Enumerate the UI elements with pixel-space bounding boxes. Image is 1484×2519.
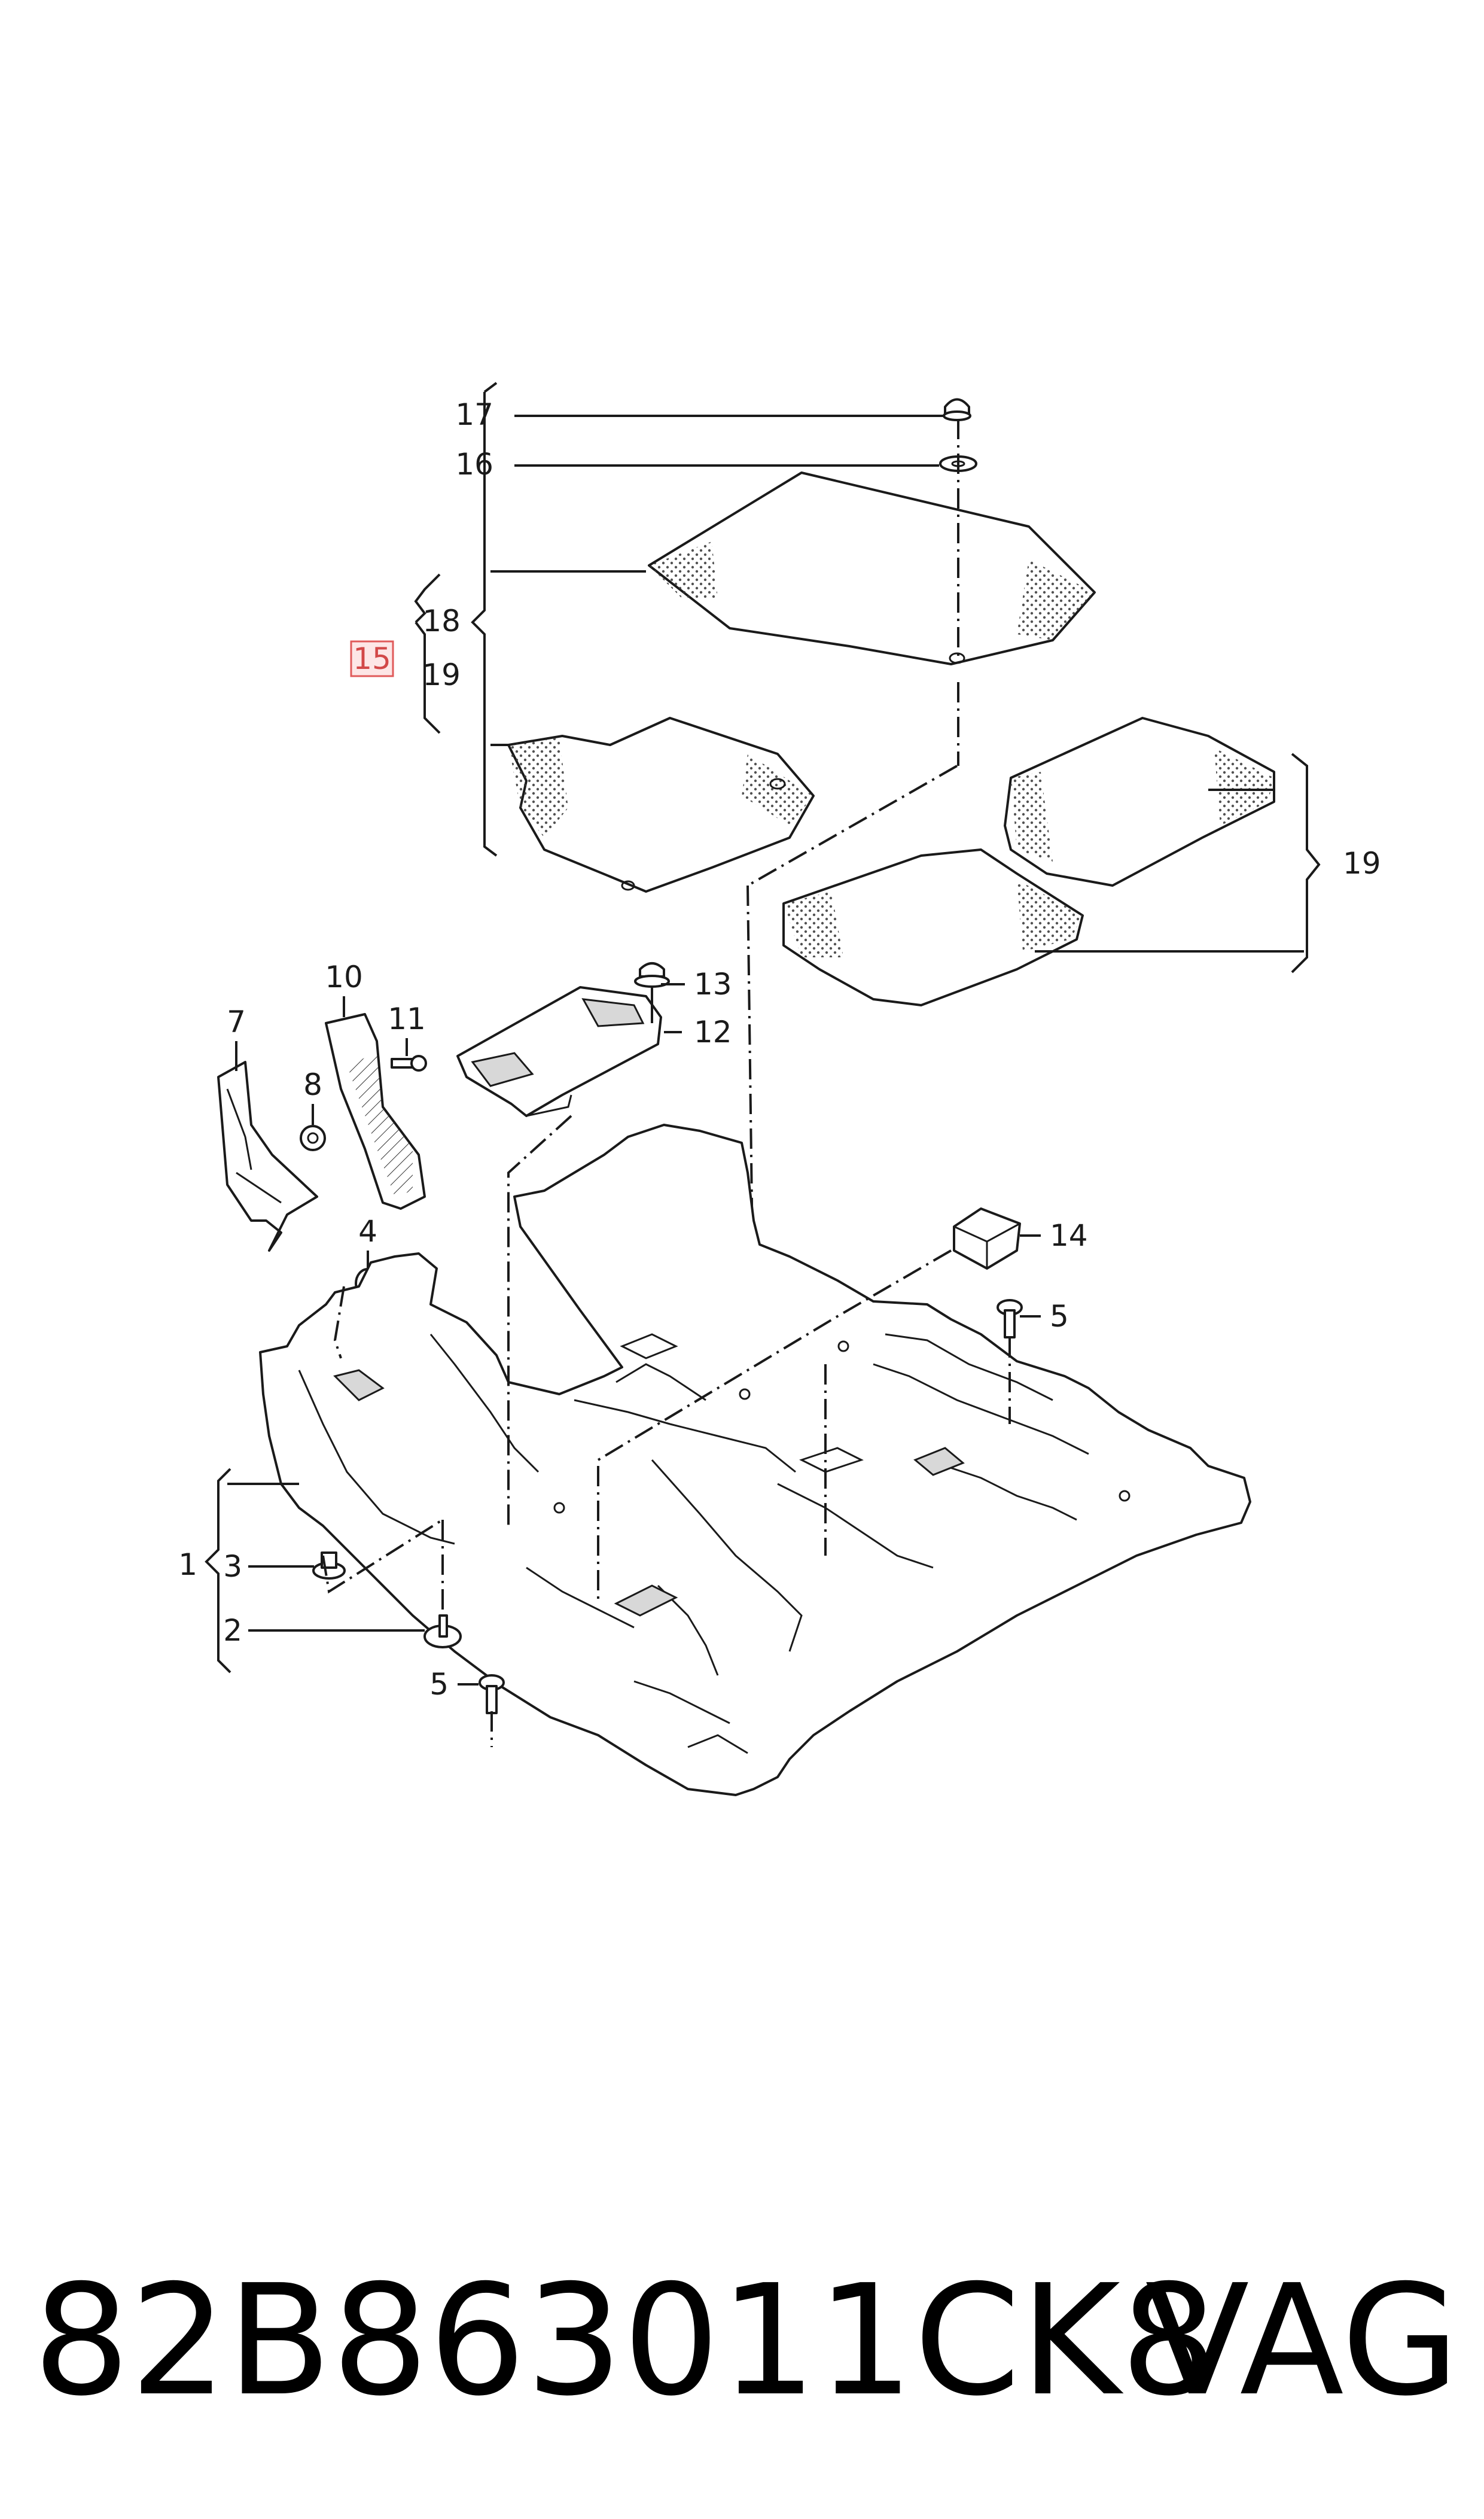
callout-19-top: 19	[422, 658, 461, 692]
callout-12: 12	[694, 1015, 732, 1049]
rear-mat-right	[1004, 717, 1275, 887]
callout-8: 8	[303, 1067, 322, 1102]
cover-panel-12	[456, 986, 662, 1117]
callout-14: 14	[1050, 1218, 1088, 1253]
pad-14	[953, 1207, 1021, 1270]
callout-5-left: 5	[429, 1667, 449, 1702]
rear-mat-left	[782, 848, 1084, 1006]
washer-2	[423, 1614, 462, 1648]
callout-7: 7	[227, 1005, 246, 1039]
callout-leaders-middle	[205, 983, 1041, 1686]
footer: 82B863011CK8 VAG	[33, 2252, 1459, 2430]
callout-13: 13	[694, 967, 732, 1002]
callout-1: 1	[178, 1547, 197, 1582]
callout-10: 10	[325, 960, 363, 994]
front-mat-driver	[648, 471, 1096, 665]
assembly-lines	[322, 1115, 1011, 1747]
nut-8	[300, 1125, 326, 1151]
floor-mat-set	[507, 398, 1275, 1341]
callout-16: 16	[455, 447, 493, 482]
callout-numbers: 17 16 18 19 15 19 7 8 10 11 13 12 4 14 5…	[178, 397, 1381, 1702]
callout-5-right: 5	[1050, 1299, 1069, 1334]
callout-18: 18	[422, 604, 461, 638]
callout-4: 4	[358, 1214, 377, 1249]
screw-11	[391, 1055, 427, 1072]
brand-label: VAG	[1145, 2252, 1459, 2430]
callout-15: 15	[353, 641, 391, 676]
floor-carpet-1	[259, 1124, 1251, 1796]
callout-2: 2	[223, 1613, 242, 1648]
callout-leaders-top	[414, 382, 1321, 973]
trim-panel-10	[325, 1013, 426, 1210]
clip-17	[943, 398, 971, 421]
callout-11: 11	[388, 1002, 426, 1036]
callout-3: 3	[223, 1549, 242, 1584]
front-mat-passenger	[507, 717, 815, 893]
nut-3	[312, 1551, 346, 1580]
bracket-7	[217, 1061, 318, 1252]
fastener-13	[634, 962, 670, 1023]
clip-5-right	[997, 1299, 1023, 1338]
callout-17: 17	[455, 397, 493, 432]
callout-19-right: 19	[1343, 846, 1381, 881]
clip-5-left	[479, 1674, 505, 1714]
callout-15-highlight: 15	[350, 640, 394, 677]
part-number: 82B863011CK8	[33, 2252, 1217, 2430]
